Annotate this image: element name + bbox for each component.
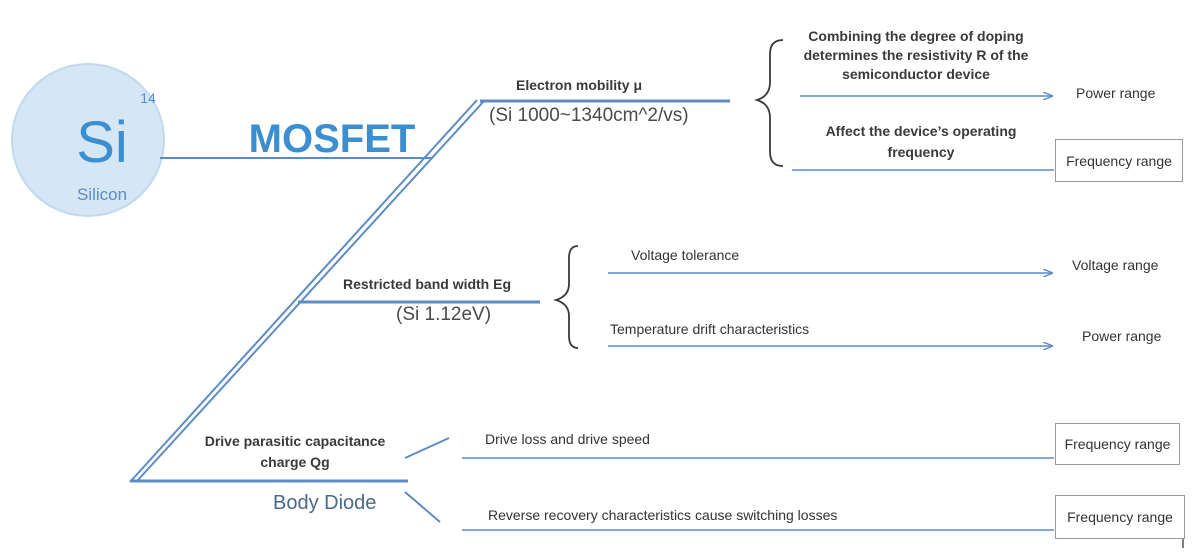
element-name: Silicon — [77, 185, 127, 204]
mobility-effect-resistivity: Combining the degree of doping determine… — [803, 28, 1029, 82]
gate-charge-effect: Drive loss and drive speed — [485, 431, 650, 447]
mobility-result-frequency-box: Frequency range — [1055, 139, 1183, 182]
bandgap-brace — [552, 245, 579, 349]
mobility-label: Electron mobility μ — [516, 77, 643, 93]
silicon-element-icon: Si 14 Silicon — [11, 63, 165, 217]
mosfet-title: MOSFET — [249, 117, 416, 161]
trunk-lines — [129, 99, 730, 523]
bandgap-value: (Si 1.12eV) — [396, 304, 492, 325]
body-diode-label: Body Diode — [273, 492, 377, 514]
arrows — [462, 96, 1054, 531]
bandgap-effect-temperature: Temperature drift characteristics — [610, 321, 810, 337]
atomic-number: 14 — [140, 90, 156, 106]
mobility-effect-frequency: Affect the device’s operating frequency — [825, 123, 1017, 160]
body-diode-effect: Reverse recovery characteristics cause s… — [488, 507, 838, 523]
element-symbol: Si — [76, 110, 128, 175]
mobility-result-power: Power range — [1076, 85, 1156, 101]
trunk-diagonal-outer — [129, 99, 478, 483]
body-diode-result-box: Frequency range — [1055, 495, 1185, 539]
mobility-value: (Si 1000~1340cm^2/vs) — [489, 105, 689, 126]
trunk-diagonal-inner — [137, 100, 485, 481]
bandgap-result-power: Power range — [1082, 328, 1162, 344]
mobility-brace — [753, 39, 784, 167]
gate-charge-label: Drive parasitic capacitance charge Qg — [204, 433, 386, 470]
bandgap-label: Restricted band width Eg — [343, 276, 512, 292]
bandgap-result-voltage: Voltage range — [1072, 257, 1159, 273]
body-diode-link-line — [404, 491, 441, 523]
bandgap-effect-voltage: Voltage tolerance — [631, 247, 740, 263]
gate-charge-result-box: Frequency range — [1055, 423, 1180, 465]
qg-link-line — [404, 437, 450, 459]
braces — [552, 39, 784, 349]
